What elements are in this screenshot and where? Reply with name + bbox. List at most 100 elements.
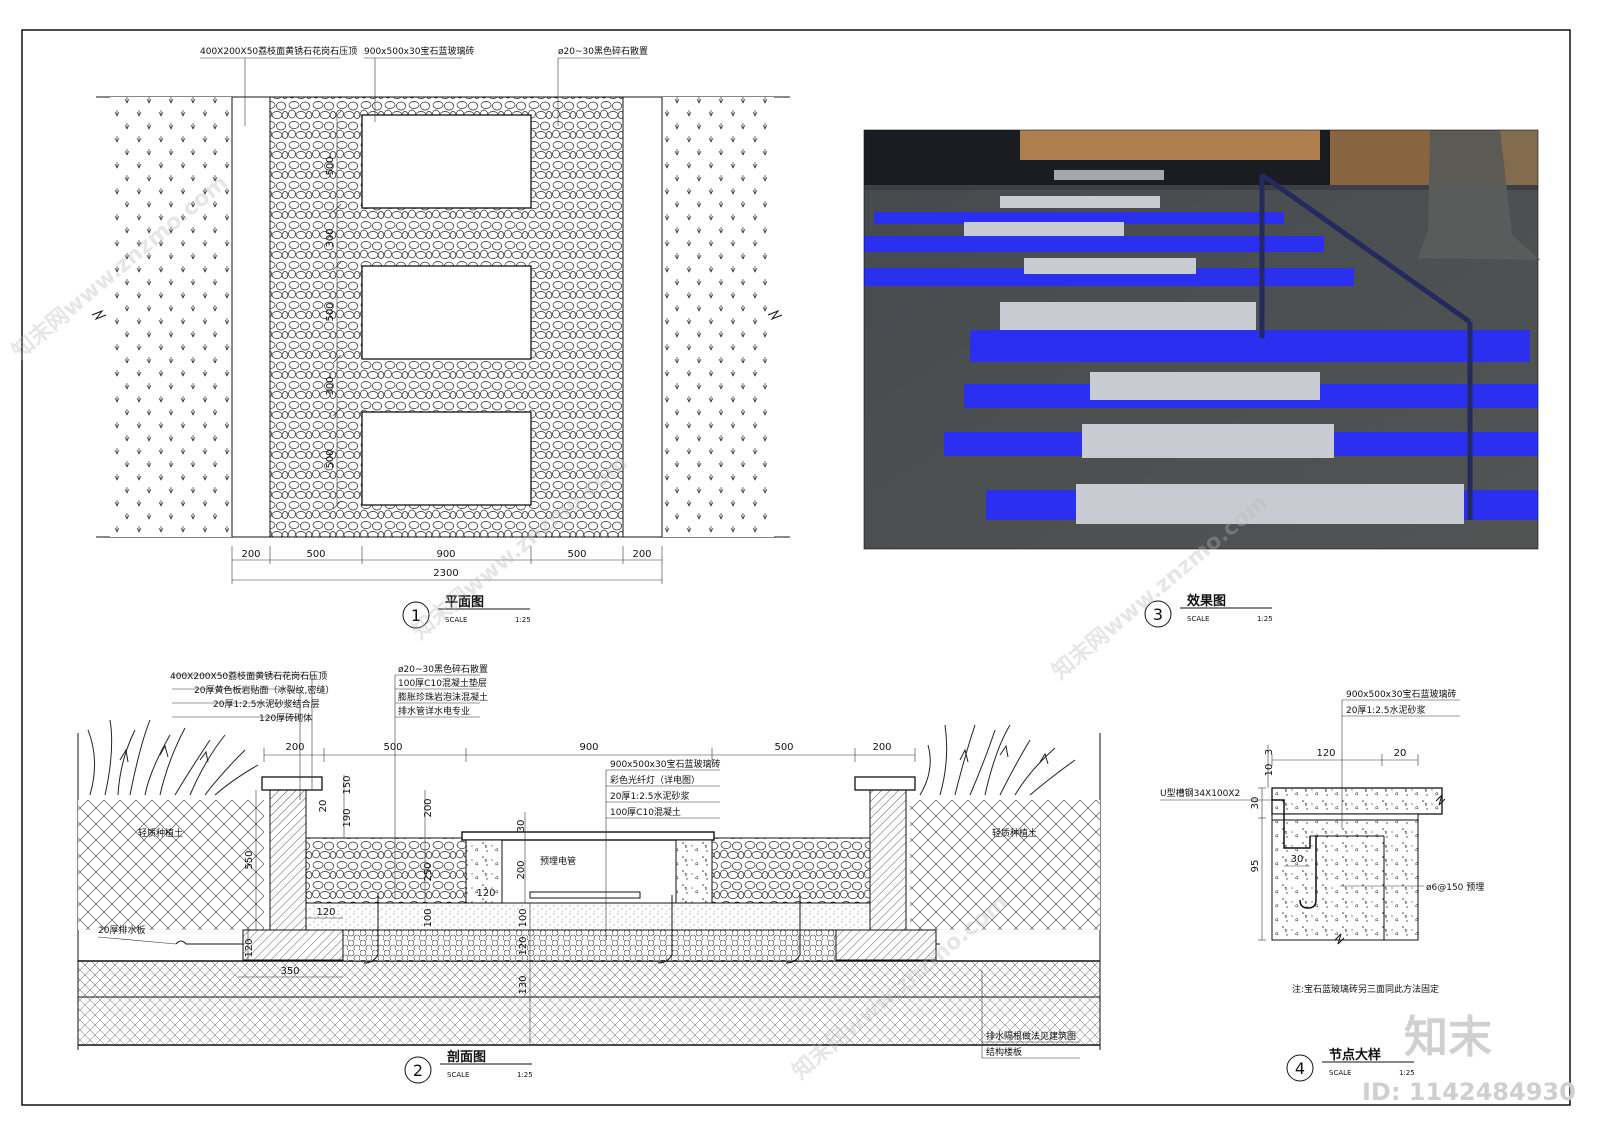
section-vdim-200a: 200 (423, 798, 434, 817)
section-cap-left (261, 776, 323, 791)
section-mid-label-4: 排水管详水电专业 (398, 705, 470, 717)
plan-vdim-3: 500 (325, 302, 336, 321)
photo-title-number: 3 (1153, 605, 1163, 624)
detail-dim-3: 3 (1264, 749, 1275, 755)
section-mid-label-1: ø20~30黑色碎石散置 (398, 663, 488, 675)
section-pebbles-left (305, 837, 467, 904)
section-layer-base (77, 996, 1101, 1046)
rendering-photo: 3 效果图 SCALE 1:25 (863, 129, 1540, 628)
plan-vdim-1: 500 (325, 156, 336, 175)
section-left-label-2: 20厚黄色板岩贴面（冰裂纹,密缝） (194, 684, 334, 696)
detail-rebar-label: ø6@150 预埋 (1426, 882, 1484, 893)
section-scale-label: SCALE (447, 1071, 469, 1079)
photo-title-block: 3 效果图 SCALE 1:25 (1144, 593, 1273, 628)
plan-label-pebble: ø20~30黑色碎石散置 (558, 45, 648, 57)
section-vdim-550: 550 (244, 850, 255, 869)
plan-glass-tile-1 (361, 114, 532, 209)
sheet-border-outer (21, 29, 1571, 1106)
section-view: 400X200X50荔枝面黄锈石花岗石压顶 20厚黄色板岩贴面（冰裂纹,密缝） … (77, 663, 1101, 1084)
plan-total-dim: 2300 (433, 568, 458, 579)
detail-mortar (1271, 813, 1419, 821)
plan-hdim-3: 900 (436, 549, 455, 560)
section-vdim-120a: 120 (244, 938, 255, 957)
detail-title: 节点大样 (1329, 1047, 1381, 1063)
brand-id: ID: 1142484930 (1362, 1078, 1576, 1106)
section-vdim-190: 190 (342, 808, 353, 827)
section-hdim-5: 200 (872, 742, 891, 753)
section-soil-right (910, 800, 1100, 930)
photo-scale-label: SCALE (1187, 615, 1209, 623)
section-light-box-left (465, 839, 503, 904)
section-left-label-1: 400X200X50荔枝面黄锈石花岗石压顶 (170, 670, 327, 682)
section-left-label-3: 20厚1:2.5水泥砂浆结合层 (213, 698, 320, 710)
detail-scale-value: 1:25 (1399, 1069, 1415, 1077)
section-pebbles-right (709, 837, 871, 904)
detail-scale-label: SCALE (1329, 1069, 1351, 1077)
detail-dim-30b: 30 (1291, 854, 1304, 865)
section-sand-layer (305, 902, 871, 931)
section-hdim-4: 500 (774, 742, 793, 753)
section-center-label-3: 20厚1:2.5水泥砂浆 (610, 790, 690, 802)
section-drain-board-label: 20厚排水板 (98, 924, 145, 936)
plan-hdim-2: 500 (306, 549, 325, 560)
plan-title-number: 1 (411, 606, 421, 625)
plan-hdim-4: 500 (567, 549, 586, 560)
section-footing-left (242, 929, 344, 961)
plant-right (919, 724, 1076, 796)
plan-grass-left (110, 97, 232, 537)
plan-vdim-2: 300 (325, 228, 336, 247)
section-cap-right (854, 776, 916, 791)
section-footing-right (835, 929, 937, 961)
detail-dim-10: 10 (1264, 764, 1275, 777)
detail-label-2: 20厚1:2.5水泥砂浆 (1346, 704, 1426, 716)
plan-label-glass: 900x500x30宝石蓝玻璃砖 (364, 45, 474, 57)
plan-label-curb: 400X200X50荔枝面黄锈石花岗石压顶 (200, 45, 357, 57)
plan-hdim-5: 200 (632, 549, 651, 560)
plan-vdim-5: 500 (325, 449, 336, 468)
detail-dim-120: 120 (1316, 748, 1335, 759)
detail-dim-30a: 30 (1250, 797, 1261, 810)
section-glass-tile (461, 831, 715, 841)
section-vdim-20: 20 (318, 800, 329, 813)
section-vdim-200b: 200 (516, 860, 527, 879)
plan-scale-label: SCALE (445, 616, 467, 624)
detail-dim-20: 20 (1394, 748, 1407, 759)
detail-glass-tile (1271, 787, 1443, 815)
plant-left (87, 719, 259, 796)
section-hdim-2: 500 (383, 742, 402, 753)
section-soil-right-label: 轻质种植土 (992, 827, 1037, 839)
section-title-block: 2 剖面图 SCALE 1:25 (404, 1049, 533, 1084)
section-soil-left-label: 轻质种植土 (138, 827, 183, 839)
section-vdim-100b: 100 (518, 908, 529, 927)
section-bottom-label-1: 排水隔根做法见建筑图 (986, 1030, 1076, 1042)
plan-scale-value: 1:25 (515, 616, 531, 624)
section-vdim-30: 30 (516, 820, 527, 833)
section-title: 剖面图 (447, 1049, 486, 1065)
section-bottom-label-2: 结构楼板 (986, 1046, 1022, 1058)
section-center-label-4: 100厚C10混凝土 (610, 806, 681, 818)
section-hdim-350: 350 (280, 966, 299, 977)
section-wall-right (869, 789, 907, 931)
detail-note: 注:宝石蓝玻璃砖另三面同此方法固定 (1292, 983, 1439, 995)
section-hdim-120: 120 (316, 907, 335, 918)
section-vdim-150: 150 (342, 775, 353, 794)
section-vdim-250: 250 (423, 862, 434, 881)
section-layer-crosshatch (77, 960, 1101, 998)
section-left-label-4: 120厚砖砌体 (259, 712, 312, 724)
plan-hdim-1: 200 (241, 549, 260, 560)
detail-concrete (1271, 817, 1419, 941)
brand-logo: 知末 (1404, 1012, 1492, 1063)
plan-vdim-4: 300 (325, 376, 336, 395)
section-light-box-right (675, 839, 713, 904)
detail-dim-95: 95 (1250, 860, 1261, 873)
section-foam-concrete (342, 929, 837, 962)
plan-glass-tile-2 (361, 265, 532, 360)
photo-title: 效果图 (1187, 593, 1226, 609)
section-vdim-130: 130 (518, 975, 529, 994)
section-hdim-1: 200 (285, 742, 304, 753)
section-mid-label-2: 100厚C10混凝土垫层 (398, 677, 487, 689)
detail-u-steel-label: U型槽钢34X100X2 (1160, 787, 1240, 799)
detail-title-block: 4 节点大样 SCALE 1:25 (1286, 1047, 1415, 1082)
detail-label-1: 900x500x30宝石蓝玻璃砖 (1346, 688, 1456, 700)
section-scale-value: 1:25 (517, 1071, 533, 1079)
